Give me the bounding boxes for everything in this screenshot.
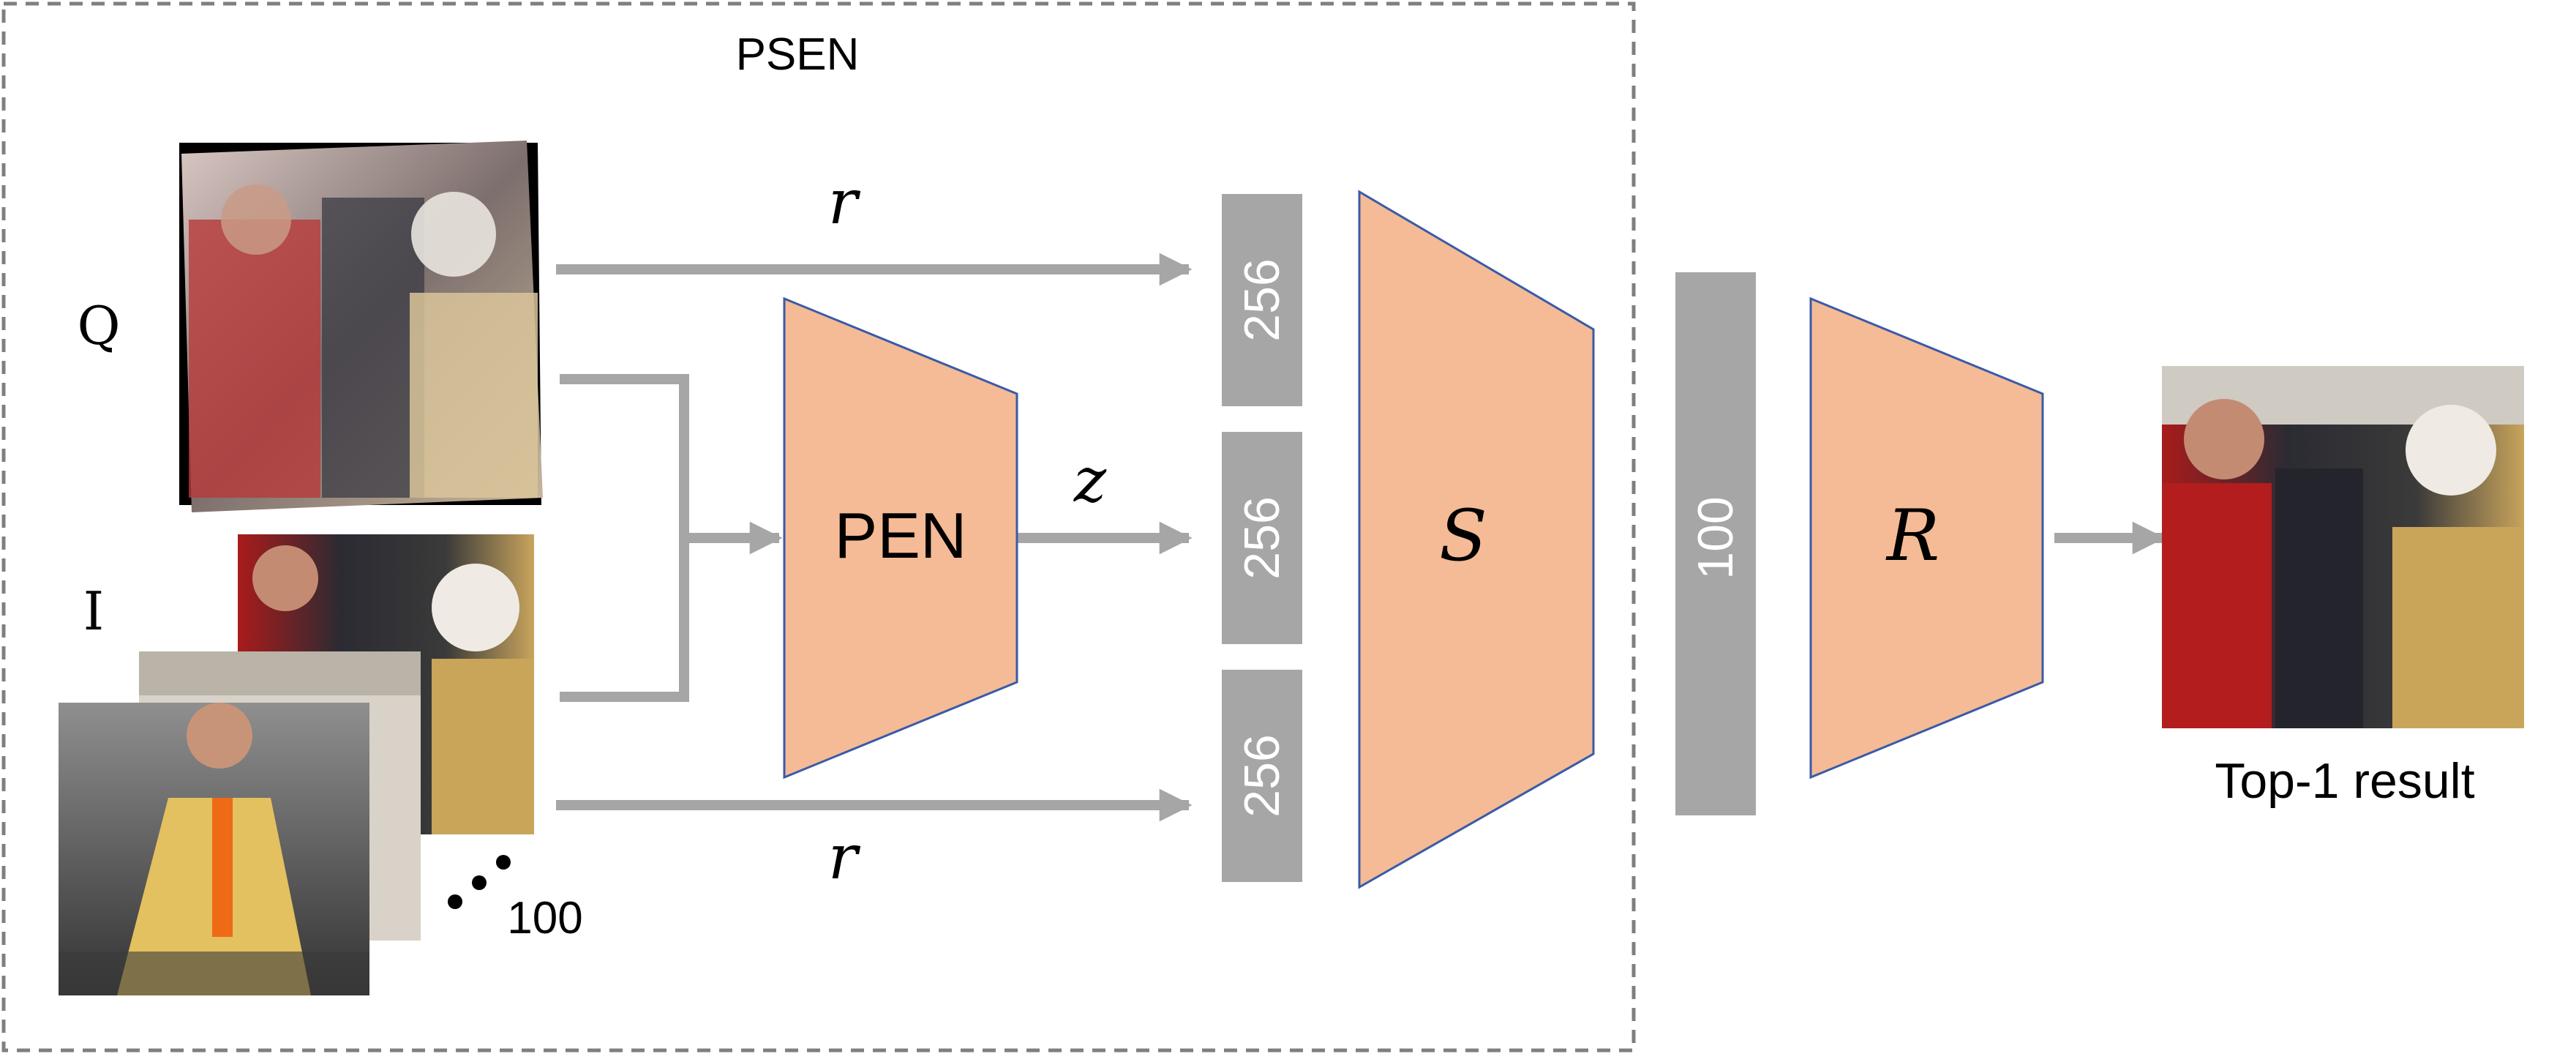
query-image <box>179 141 543 512</box>
feature-bar-middle: 256 <box>1222 432 1302 644</box>
r-block <box>1809 296 2044 780</box>
psen-title: PSEN <box>736 29 860 80</box>
pen-block <box>783 296 1018 780</box>
feature-size-bottom: 256 <box>1234 734 1290 817</box>
result-label: Top-1 result <box>2215 753 2474 809</box>
feature-size-top: 256 <box>1234 258 1290 341</box>
r-bottom-label: r <box>828 821 861 893</box>
query-label: Q <box>77 295 120 356</box>
more-images-ellipsis <box>448 855 511 909</box>
pen-label: PEN <box>835 499 967 572</box>
r-block-label: R <box>1885 495 1939 577</box>
s-label: S <box>1439 495 1487 577</box>
image-count-label: 100 <box>507 893 582 943</box>
fused-size-label: 100 <box>1688 496 1743 579</box>
s-block <box>1358 190 1595 889</box>
psen-boundary <box>1 1 1636 1053</box>
images-label: I <box>83 580 104 642</box>
arrow-merge-to-pen <box>560 374 689 702</box>
r-top-label: r <box>828 166 861 238</box>
z-label: z <box>1073 444 1107 516</box>
feature-bar-bottom: 256 <box>1222 670 1302 882</box>
feature-bar-top: 256 <box>1222 194 1302 406</box>
feature-size-middle: 256 <box>1234 496 1290 579</box>
result-image <box>2162 366 2524 728</box>
candidate-images-stack <box>59 534 534 995</box>
fused-bar: 100 <box>1675 272 1756 815</box>
